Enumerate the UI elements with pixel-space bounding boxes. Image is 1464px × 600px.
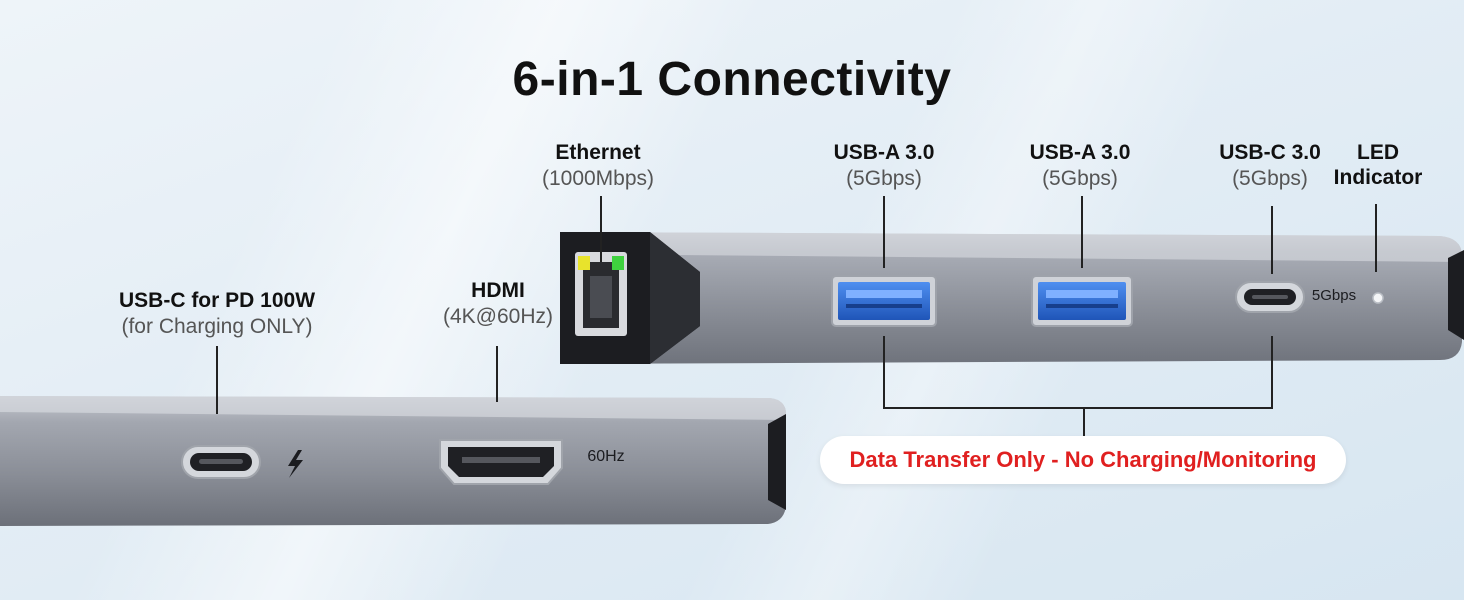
ethernet-label: Ethernet (1000Mbps) — [498, 140, 698, 192]
usb-c-data-label: USB-C 3.0 (5Gbps) — [1180, 140, 1360, 192]
usb-a-1-spec: (5Gbps) — [846, 167, 922, 190]
usb-a-2-name: USB-A 3.0 — [1029, 141, 1131, 164]
lightning-icon — [288, 450, 303, 478]
lower-hub — [0, 396, 786, 526]
hdmi-label: HDMI (4K@60Hz) — [420, 278, 576, 330]
usb-a-2-label: USB-A 3.0 (5Gbps) — [990, 140, 1170, 192]
usb-a-port-1 — [831, 275, 937, 327]
usb-a-1-name: USB-A 3.0 — [833, 141, 935, 164]
led-label: LED Indicator — [1318, 140, 1438, 190]
usb-a-port-2 — [1031, 275, 1133, 327]
data-transfer-note-text: Data Transfer Only - No Charging/Monitor… — [849, 447, 1317, 472]
hdmi-rate-marking: 60Hz — [587, 448, 625, 465]
usb-a-2-spec: (5Gbps) — [1042, 167, 1118, 190]
leader-lines — [216, 196, 1377, 436]
led-light — [1372, 292, 1384, 304]
usb-c-pd-label: USB-C for PD 100W (for Charging ONLY) — [80, 288, 354, 340]
hdmi-name: HDMI — [471, 279, 525, 302]
usb-c-data-name: USB-C 3.0 — [1219, 141, 1321, 164]
data-transfer-note: Data Transfer Only - No Charging/Monitor… — [820, 436, 1346, 484]
usb-c-speed-marking: 5Gbps — [1311, 287, 1357, 304]
ethernet-name: Ethernet — [555, 141, 641, 164]
ethernet-spec: (1000Mbps) — [541, 167, 655, 190]
page-title: 6-in-1 Connectivity — [512, 53, 952, 106]
upper-hub — [560, 232, 1464, 364]
usb-c-pd-port — [181, 445, 261, 479]
ethernet-port — [575, 252, 627, 336]
usb-c-pd-spec: (for Charging ONLY) — [121, 315, 313, 338]
usb-c-data-port — [1235, 281, 1305, 313]
led-spec: Indicator — [1333, 166, 1423, 189]
usb-a-1-label: USB-A 3.0 (5Gbps) — [794, 140, 974, 192]
usb-c-data-spec: (5Gbps) — [1232, 167, 1308, 190]
hdmi-port — [439, 439, 563, 485]
led-name: LED — [1357, 141, 1399, 164]
hdmi-spec: (4K@60Hz) — [442, 305, 553, 328]
usb-c-pd-name: USB-C for PD 100W — [118, 289, 316, 312]
